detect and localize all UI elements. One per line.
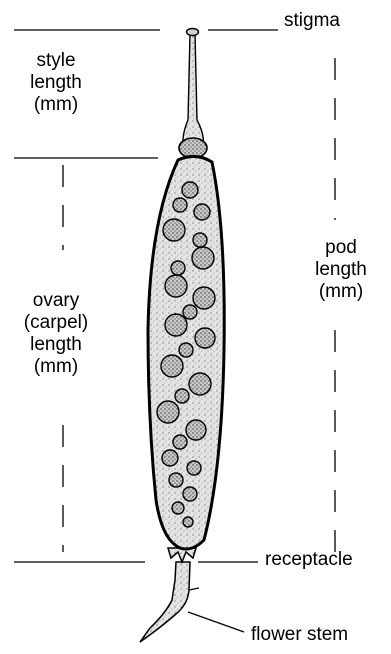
- seed: [172, 502, 184, 514]
- pod-length-line-2: length: [296, 259, 386, 281]
- seed: [187, 461, 201, 475]
- seed: [183, 305, 197, 319]
- ovary-length-line-4: (mm): [0, 356, 112, 378]
- seed: [183, 487, 197, 501]
- seed: [161, 355, 183, 377]
- stigma-label: stigma: [284, 10, 374, 32]
- style-shape: [183, 34, 204, 146]
- seed: [192, 247, 214, 269]
- seed: [173, 435, 187, 449]
- flower-stem-label: flower stem: [251, 624, 391, 646]
- ovary-length-line-2: (carpel): [0, 312, 112, 334]
- seed: [173, 198, 187, 212]
- seed: [171, 261, 185, 275]
- ovary-length-label: ovary (carpel) length (mm): [0, 290, 112, 378]
- seed: [189, 373, 211, 395]
- seed: [162, 450, 178, 466]
- ovary-length-line-1: ovary: [0, 290, 112, 312]
- seed: [193, 287, 215, 309]
- seed: [169, 473, 183, 487]
- seed: [182, 182, 198, 198]
- seed: [194, 204, 210, 220]
- seed: [157, 401, 179, 423]
- seed: [186, 420, 206, 440]
- pod-length-label: pod length (mm): [296, 237, 386, 303]
- seed: [183, 517, 193, 527]
- seed: [193, 233, 207, 247]
- stigma-shape: [187, 29, 199, 36]
- style-length-label: style length (mm): [0, 50, 112, 116]
- seed: [195, 328, 215, 348]
- style-length-line-1: style: [0, 50, 112, 72]
- seed: [175, 389, 189, 403]
- flower-stem-leader-line: [188, 612, 244, 632]
- receptacle-shape: [168, 548, 196, 562]
- seed: [179, 343, 193, 357]
- style-length-line-2: length: [0, 72, 112, 94]
- seed: [165, 314, 187, 336]
- receptacle-label: receptacle: [265, 549, 391, 571]
- pod-length-line-3: (mm): [296, 281, 386, 303]
- seed: [165, 275, 187, 297]
- ovary-length-line-3: length: [0, 334, 112, 356]
- flower-stem-shape: [140, 562, 190, 642]
- seed: [163, 219, 185, 241]
- pod-length-line-1: pod: [296, 237, 386, 259]
- style-length-line-3: (mm): [0, 94, 112, 116]
